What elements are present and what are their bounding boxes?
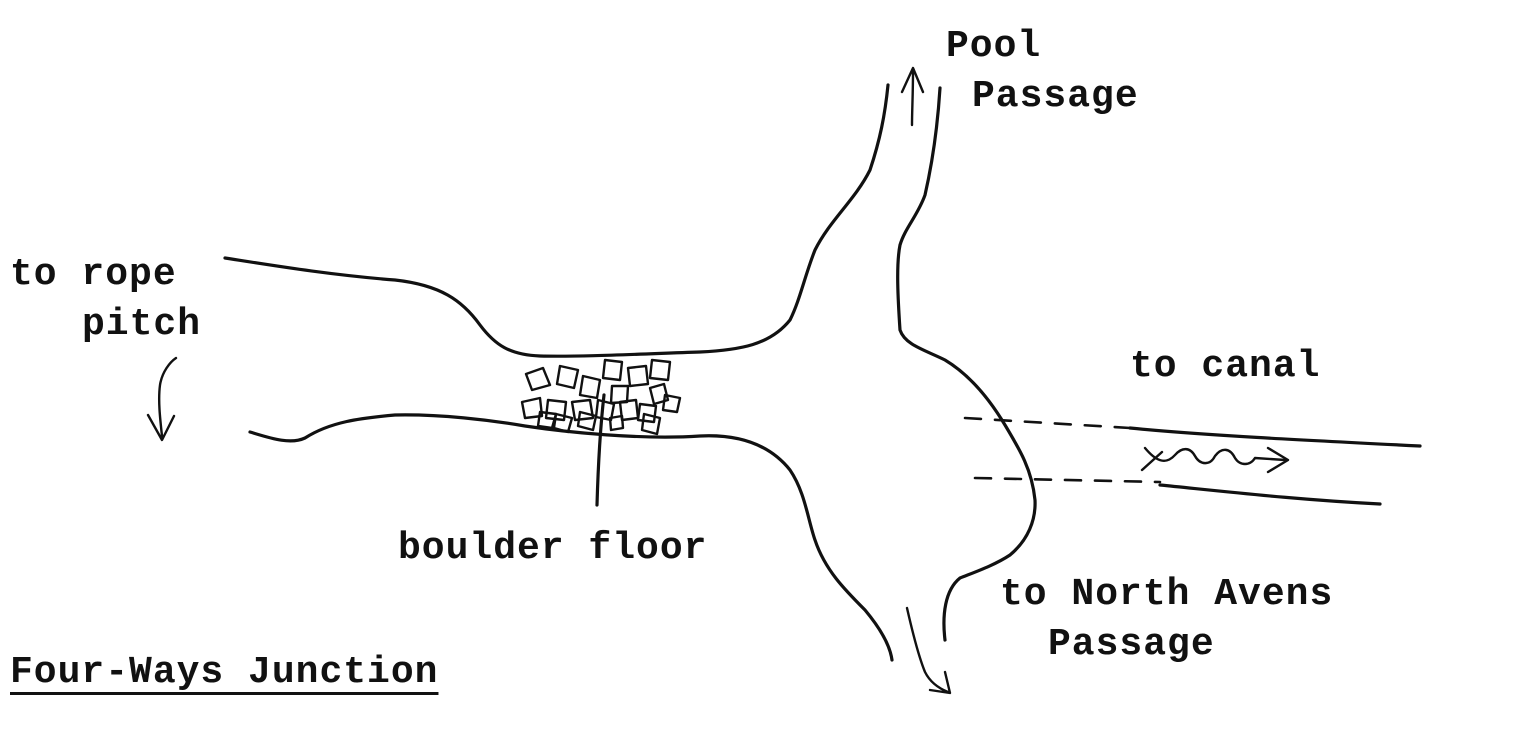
rope-pitch-label-line1: to rope (10, 253, 177, 296)
canal-passage-upper-wall (1128, 426, 1422, 448)
north-arrow (900, 66, 925, 127)
boulder-floor-label: boulder floor (398, 527, 708, 570)
diagram-title: Four-Ways Junction (10, 651, 439, 694)
west-passage-lower-wall (248, 413, 894, 662)
canal-water-arrow (1143, 446, 1287, 466)
canal-water-arrowhead (1266, 446, 1290, 474)
canal-dashed-line-upper (963, 416, 1132, 430)
rope-pitch-label-line2: pitch (82, 303, 202, 346)
canal-passage-lower-wall (1158, 483, 1382, 506)
north-avens-label-line1: to North Avens (1000, 573, 1334, 616)
west-arrow (146, 356, 178, 442)
pool-passage-label-line1: Pool (946, 25, 1042, 68)
canal-dashed-line-lower (973, 476, 1162, 484)
boulder-floor-pointer (595, 393, 606, 507)
north-avens-label-line2: Passage (1048, 623, 1215, 666)
south-arrow (905, 606, 952, 695)
canal-label: to canal (1130, 345, 1321, 388)
canal-water-tick (1140, 450, 1164, 472)
pool-passage-label-line2: Passage (972, 75, 1139, 118)
west-passage-upper-wall (223, 83, 890, 358)
boulder-cluster (520, 358, 682, 436)
north-passage-east-wall (896, 86, 1037, 642)
